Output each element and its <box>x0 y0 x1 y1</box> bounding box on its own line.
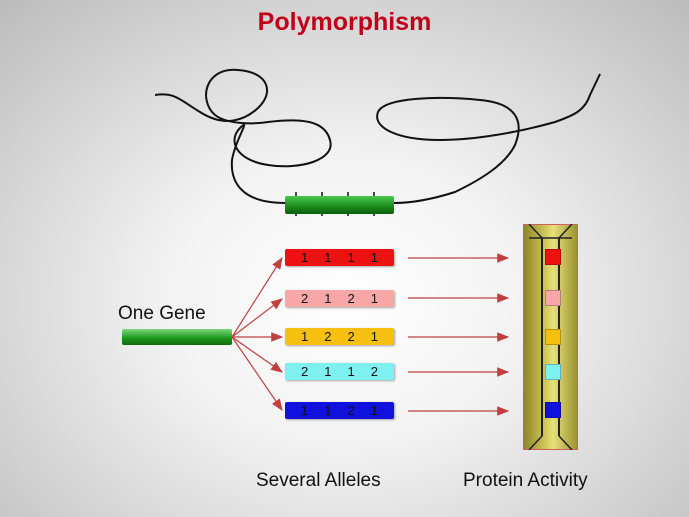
several-alleles-label: Several Alleles <box>256 470 381 491</box>
allele-digit: 1 <box>347 364 355 379</box>
one-gene-bar <box>122 329 232 345</box>
allele-digit: 1 <box>370 291 378 306</box>
allele-digit: 1 <box>324 403 332 418</box>
allele-bar-2: 2 1 2 1 <box>285 290 394 307</box>
protein-band-1 <box>545 249 561 265</box>
allele-digit: 1 <box>301 329 309 344</box>
allele-digit: 2 <box>347 329 355 344</box>
allele-digit: 2 <box>370 364 378 379</box>
allele-digit: 1 <box>347 250 355 265</box>
allele-bar-4: 2 1 1 2 <box>285 363 394 380</box>
protein-activity-label: Protein Activity <box>463 470 588 491</box>
protein-band-3 <box>545 329 561 345</box>
allele-digit: 1 <box>370 403 378 418</box>
allele-bar-3: 1 2 2 1 <box>285 328 394 345</box>
allele-bar-5: 1 1 2 1 <box>285 402 394 419</box>
allele-digit: 1 <box>301 250 309 265</box>
allele-digit: 2 <box>347 403 355 418</box>
allele-digit: 2 <box>324 329 332 344</box>
one-gene-label: One Gene <box>118 303 206 324</box>
allele-digit: 1 <box>324 291 332 306</box>
allele-bar-1: 1 1 1 1 <box>285 249 394 266</box>
allele-digit: 1 <box>370 250 378 265</box>
allele-digit: 1 <box>324 364 332 379</box>
chromosome-gene-segment <box>285 196 394 214</box>
allele-digit: 1 <box>370 329 378 344</box>
allele-digit: 2 <box>301 364 309 379</box>
protein-band-2 <box>545 290 561 306</box>
fan-arrows <box>231 256 284 411</box>
allele-digit: 2 <box>347 291 355 306</box>
allele-digit: 2 <box>301 291 309 306</box>
protein-band-5 <box>545 402 561 418</box>
allele-digit: 1 <box>324 250 332 265</box>
page-title: Polymorphism <box>257 8 432 36</box>
activity-arrows <box>408 253 510 416</box>
dna-strand <box>154 68 601 204</box>
protein-band-4 <box>545 364 561 380</box>
allele-digit: 1 <box>301 403 309 418</box>
